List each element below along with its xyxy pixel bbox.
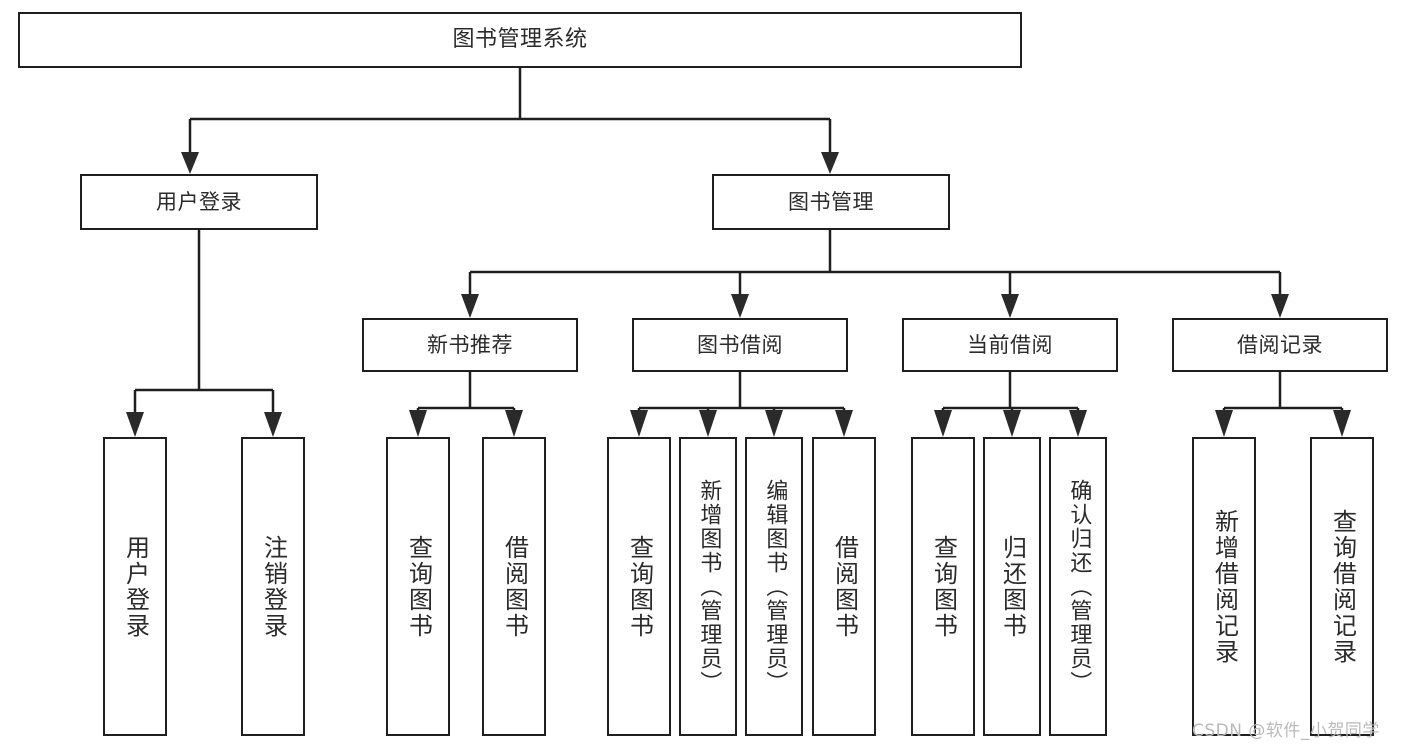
node-leaf-query-book-3-label: 查询图书 — [929, 534, 958, 639]
node-leaf-add-record[interactable]: 新增借阅记录 — [1192, 437, 1256, 736]
arrowhead-book-borrow — [731, 294, 749, 318]
arrowhead-book-manage — [821, 152, 839, 174]
node-new-book-recommend[interactable]: 新书推荐 — [362, 318, 578, 372]
arrowhead-leaf-logout — [264, 412, 282, 437]
arrowhead-leaf-query-book-1 — [409, 410, 427, 437]
arrowhead-leaf-user-login — [126, 412, 144, 437]
node-leaf-add-book-label: 新增图书（管理员） — [696, 478, 722, 695]
node-leaf-user-login[interactable]: 用户登录 — [103, 437, 167, 736]
node-current-borrow-label: 当前借阅 — [967, 332, 1053, 357]
node-leaf-query-record-label: 查询借阅记录 — [1328, 508, 1357, 665]
arrowhead-user-login — [181, 152, 199, 174]
arrowhead-leaf-return-book — [1003, 410, 1021, 437]
node-leaf-logout[interactable]: 注销登录 — [241, 437, 305, 736]
node-leaf-query-book-2-label: 查询图书 — [625, 534, 654, 639]
node-book-borrow-label: 图书借阅 — [697, 332, 783, 357]
node-leaf-user-login-label: 用户登录 — [121, 534, 150, 639]
node-leaf-add-record-label: 新增借阅记录 — [1210, 508, 1239, 665]
node-book-manage[interactable]: 图书管理 — [712, 174, 950, 230]
arrowhead-leaf-query-book-3 — [934, 410, 952, 437]
arrowhead-current-borrow — [1001, 294, 1019, 318]
node-leaf-return-book-label: 归还图书 — [998, 534, 1027, 639]
node-leaf-edit-book[interactable]: 编辑图书（管理员） — [745, 437, 803, 736]
node-leaf-confirm-return[interactable]: 确认归还（管理员） — [1049, 437, 1107, 736]
arrowhead-borrow-record — [1271, 294, 1289, 318]
node-leaf-query-book-3[interactable]: 查询图书 — [911, 437, 975, 736]
node-leaf-query-book-1[interactable]: 查询图书 — [386, 437, 450, 736]
node-leaf-borrow-book-1[interactable]: 借阅图书 — [482, 437, 546, 736]
node-user-login-label: 用户登录 — [156, 189, 242, 214]
node-book-manage-label: 图书管理 — [788, 189, 874, 214]
node-leaf-logout-label: 注销登录 — [259, 534, 288, 639]
arrowhead-leaf-borrow-book-2 — [835, 410, 853, 437]
node-leaf-edit-book-label: 编辑图书（管理员） — [762, 478, 788, 695]
node-current-borrow[interactable]: 当前借阅 — [902, 318, 1118, 372]
csdn-watermark: CSDN @软件_小贺同学 — [1192, 721, 1380, 741]
node-borrow-record[interactable]: 借阅记录 — [1172, 318, 1388, 372]
arrowhead-new-book-recommend — [461, 294, 479, 318]
node-leaf-confirm-return-label: 确认归还（管理员） — [1066, 478, 1092, 695]
arrowhead-leaf-query-book-2 — [630, 410, 648, 437]
node-leaf-borrow-book-1-label: 借阅图书 — [500, 534, 529, 639]
node-leaf-query-book-2[interactable]: 查询图书 — [607, 437, 671, 736]
node-leaf-borrow-book-2[interactable]: 借阅图书 — [812, 437, 876, 736]
arrowhead-leaf-add-book — [699, 410, 717, 437]
node-leaf-add-book[interactable]: 新增图书（管理员） — [679, 437, 737, 736]
node-user-login[interactable]: 用户登录 — [80, 174, 318, 230]
arrowhead-leaf-edit-book — [765, 410, 783, 437]
node-borrow-record-label: 借阅记录 — [1237, 332, 1323, 357]
node-leaf-query-book-1-label: 查询图书 — [404, 534, 433, 639]
node-new-book-recommend-label: 新书推荐 — [427, 332, 513, 357]
arrowhead-leaf-confirm-return — [1069, 410, 1087, 437]
arrowhead-leaf-query-record — [1333, 410, 1351, 437]
arrowhead-leaf-add-record — [1215, 410, 1233, 437]
node-leaf-borrow-book-2-label: 借阅图书 — [830, 534, 859, 639]
arrowhead-leaf-borrow-book-1 — [505, 410, 523, 437]
node-root[interactable]: 图书管理系统 — [18, 12, 1022, 68]
node-book-borrow[interactable]: 图书借阅 — [632, 318, 848, 372]
node-leaf-query-record[interactable]: 查询借阅记录 — [1310, 437, 1374, 736]
node-root-label: 图书管理系统 — [452, 27, 588, 53]
node-leaf-return-book[interactable]: 归还图书 — [983, 437, 1041, 736]
